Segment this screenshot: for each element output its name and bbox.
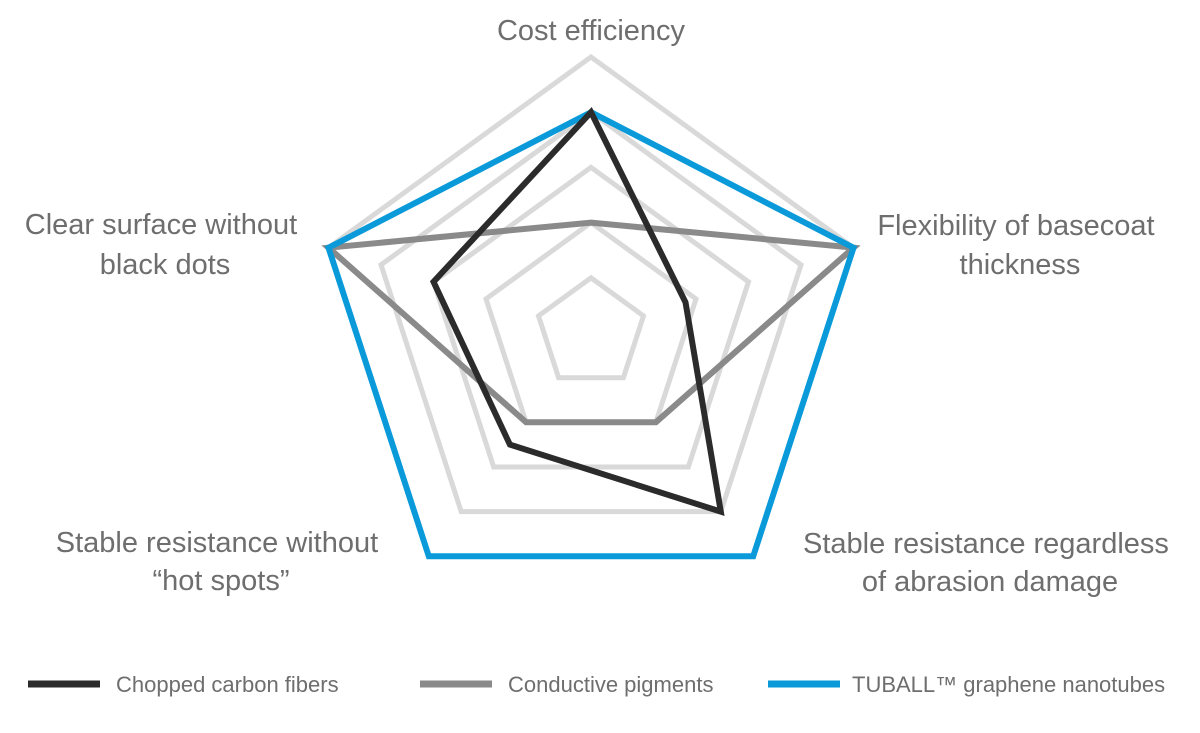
series-line-chopped-carbon-fibers	[429, 106, 725, 516]
grid-ring-3	[430, 164, 752, 470]
legend-label-conductive-pigments: Conductive pigments	[508, 672, 713, 697]
axis-label-hot-spots: Stable resistance without “hot spots”	[56, 527, 386, 597]
series-line-tuball-graphene-nanotubes	[324, 108, 858, 560]
axis-label-flexibility: Flexibility of basecoat thickness	[877, 210, 1162, 281]
grid-ring-1	[535, 274, 647, 381]
series-layer	[321, 106, 861, 560]
axis-labels: Cost efficiency Flexibility of basecoat …	[25, 15, 1177, 598]
legend: Chopped carbon fibers Conductive pigment…	[28, 672, 1165, 697]
series-line-conductive-pigments	[321, 219, 861, 426]
legend-label-tuball-graphene-nanotubes: TUBALL™ graphene nanotubes	[852, 672, 1165, 697]
legend-label-chopped-carbon-fibers: Chopped carbon fibers	[116, 672, 339, 697]
axis-label-abrasion: Stable resistance regardless of abrasion…	[803, 528, 1177, 598]
grid-ring-2	[483, 219, 699, 425]
axis-label-cost-efficiency: Cost efficiency	[497, 15, 686, 47]
axis-label-clear-surface: Clear surface without black dots	[25, 209, 305, 281]
